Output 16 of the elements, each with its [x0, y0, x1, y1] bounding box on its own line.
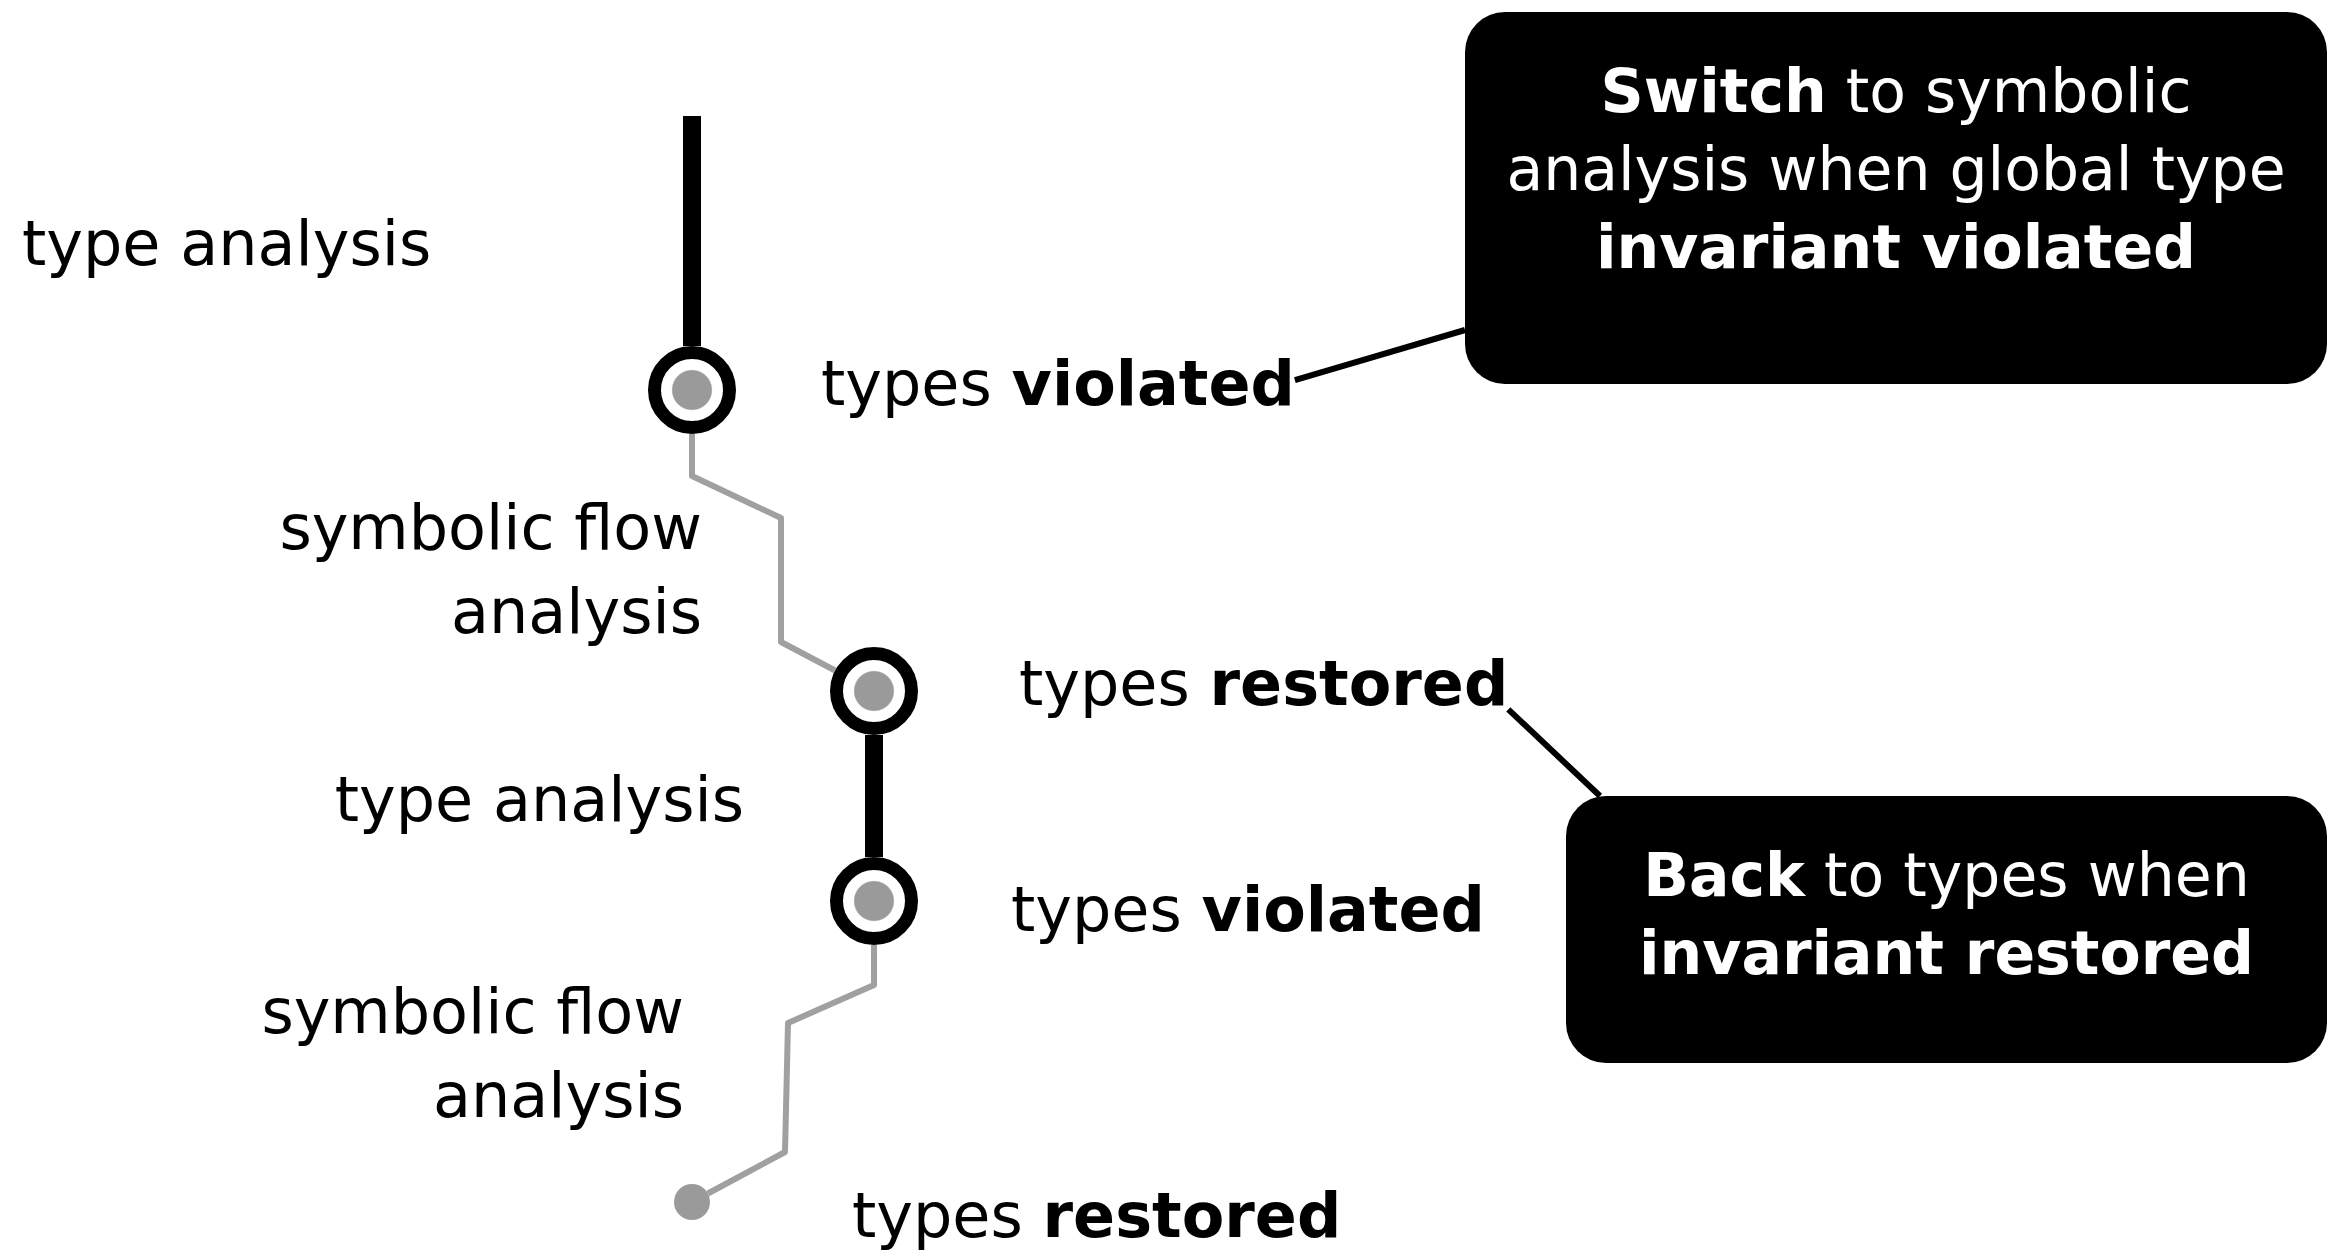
timeline-line: [865, 735, 883, 857]
phase-label: symbolic flow analysis: [278, 490, 702, 650]
timeline-line: [689, 434, 837, 674]
phase-label: type analysis: [333, 762, 744, 838]
speech-bubble: Back to types when invariant restored: [1566, 796, 2327, 1063]
state-label: types restored: [1019, 642, 1509, 726]
phase-label: type analysis: [22, 206, 432, 282]
speech-bubble: Switch to symbolic analysis when global type invariant violated: [1465, 12, 2327, 384]
state-label: types violated: [821, 342, 1295, 426]
leader-line: [1294, 327, 1466, 384]
end-dot: [674, 1184, 710, 1220]
leader-line: [1506, 707, 1603, 799]
state-label: types violated: [1011, 872, 1485, 948]
timeline-line: [683, 116, 701, 346]
state-label: types restored: [852, 1178, 1342, 1254]
phase-label: symbolic flow analysis: [260, 974, 684, 1134]
